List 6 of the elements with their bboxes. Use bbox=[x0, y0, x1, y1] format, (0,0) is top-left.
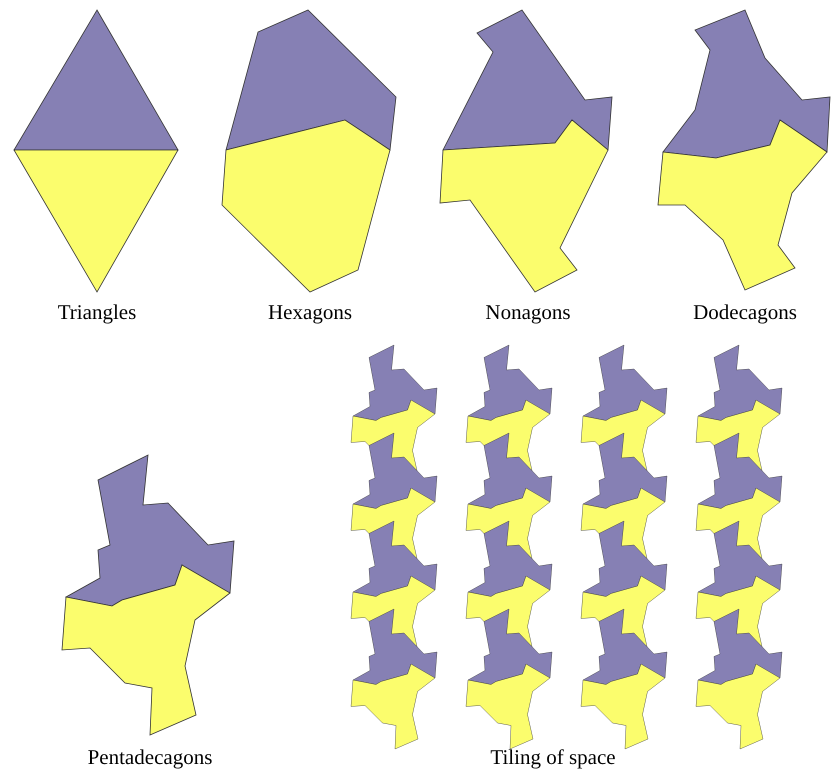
figure-caption: Tiling of space bbox=[490, 745, 616, 770]
figure-caption: Dodecagons bbox=[693, 300, 797, 325]
figure-caption: Triangles bbox=[58, 300, 136, 325]
figure-caption: Nonagons bbox=[485, 300, 571, 325]
figure-caption: Pentadecagons bbox=[88, 745, 212, 770]
figure-caption: Hexagons bbox=[268, 300, 352, 325]
